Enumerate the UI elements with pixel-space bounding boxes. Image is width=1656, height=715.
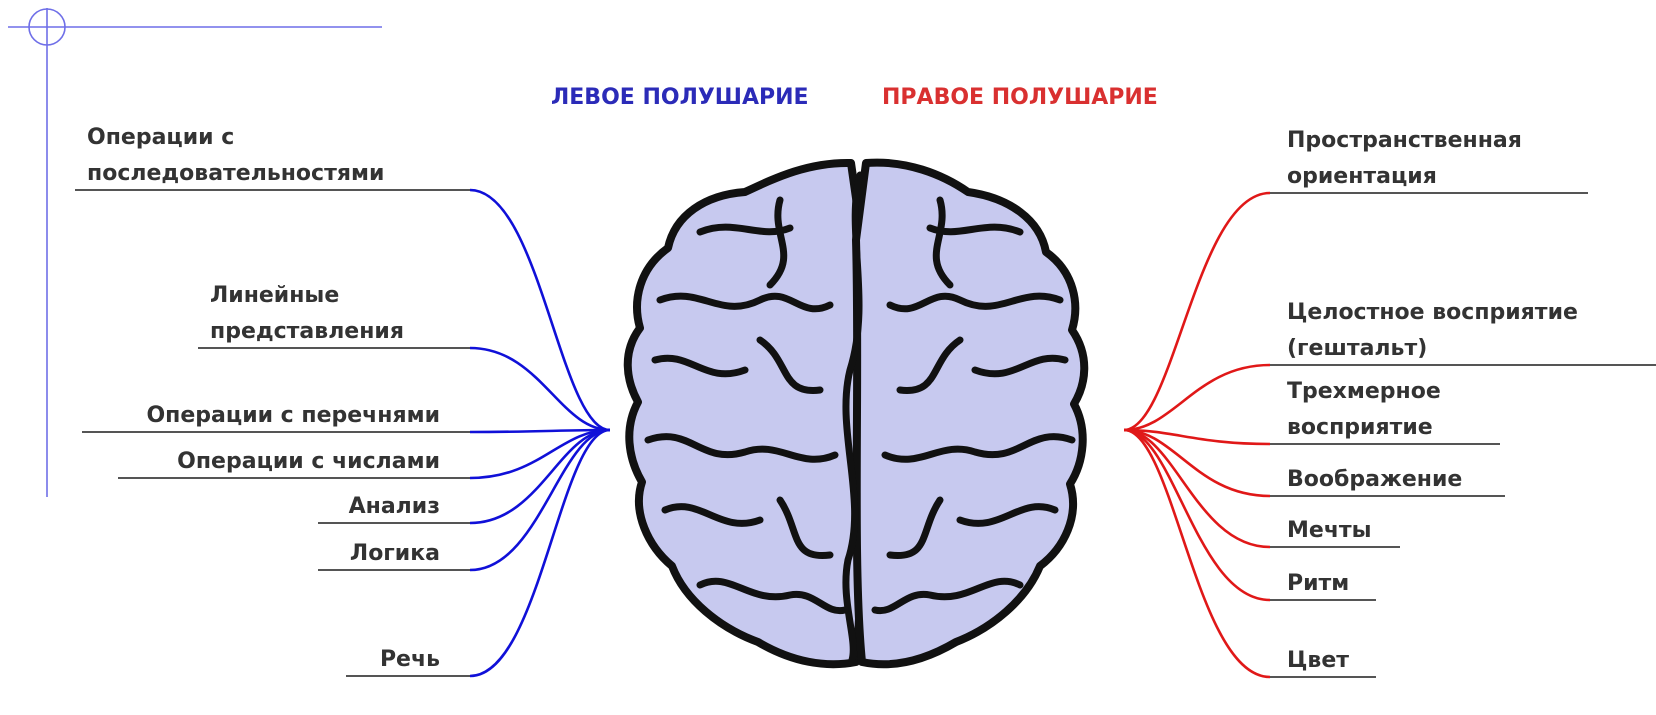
brain-illustration (628, 163, 1085, 665)
left-connector (470, 430, 610, 570)
right-function-label: Целостное восприятие(гештальт) (1287, 300, 1578, 361)
right-connector-fan (1124, 193, 1270, 677)
left-connector (470, 430, 610, 676)
left-connector-fan (470, 190, 610, 676)
left-connector (470, 348, 610, 430)
right-connector (1124, 430, 1270, 677)
left-hemisphere-title: ЛЕВОЕ ПОЛУШАРИЕ (551, 85, 809, 110)
left-function-label: Анализ (349, 494, 440, 519)
right-function-label: Ритм (1287, 571, 1349, 596)
left-function-label: Речь (380, 647, 440, 672)
left-connector (470, 190, 610, 430)
right-hemisphere-title: ПРАВОЕ ПОЛУШАРИЕ (882, 85, 1158, 110)
left-function-label: Операции с перечнями (146, 403, 440, 428)
right-function-label: Цвет (1287, 648, 1349, 673)
right-function-label: Воображение (1287, 467, 1462, 492)
right-function-label: Мечты (1287, 518, 1372, 543)
right-connector (1124, 365, 1270, 430)
left-function-label: Логика (350, 541, 440, 566)
left-function-label: Операции с числами (177, 449, 440, 474)
right-connector (1124, 193, 1270, 430)
right-connector (1124, 430, 1270, 600)
